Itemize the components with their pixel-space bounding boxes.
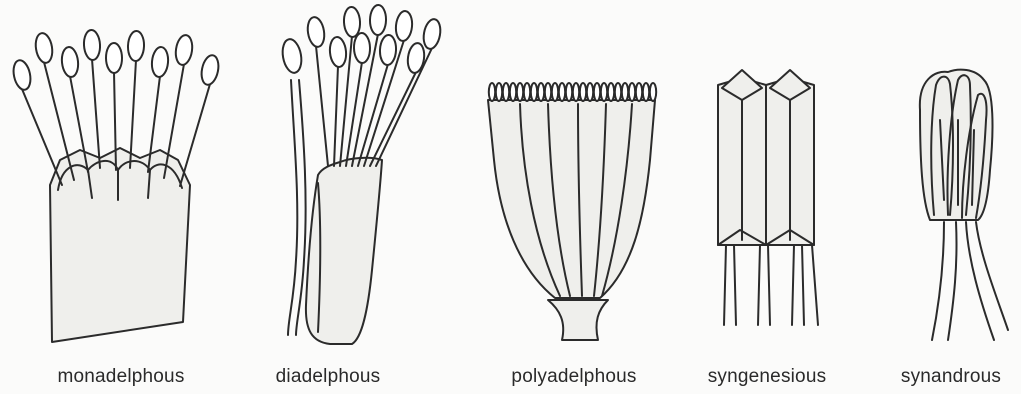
anther xyxy=(354,33,371,63)
anther xyxy=(395,10,414,41)
anther xyxy=(573,83,579,101)
diadelphous-drawing xyxy=(280,5,442,344)
anther xyxy=(60,46,79,78)
anther xyxy=(587,83,593,101)
anther xyxy=(524,83,530,101)
anther xyxy=(174,34,194,66)
monadelphous-drawing xyxy=(11,30,221,342)
anther xyxy=(517,83,523,101)
anther xyxy=(601,83,607,101)
label-synandrous: synandrous xyxy=(901,366,1001,388)
free-anther xyxy=(280,38,304,75)
anther xyxy=(11,59,33,92)
anther xyxy=(199,54,221,87)
anther xyxy=(34,32,55,64)
anther xyxy=(503,83,509,101)
label-diadelphous: diadelphous xyxy=(276,366,381,388)
anther xyxy=(151,46,170,77)
label-polyadelphous: polyadelphous xyxy=(511,366,636,388)
anther xyxy=(343,7,361,38)
anther xyxy=(329,36,348,67)
label-syngenesious: syngenesious xyxy=(708,366,827,388)
anther xyxy=(559,83,565,101)
anther xyxy=(636,83,642,101)
anther xyxy=(106,43,122,73)
anther xyxy=(370,5,387,35)
anther xyxy=(538,83,544,101)
anther xyxy=(594,83,600,101)
anther xyxy=(643,83,649,101)
anther xyxy=(379,35,397,66)
anther xyxy=(622,83,628,101)
synandrous-drawing xyxy=(920,70,1008,340)
anther xyxy=(83,30,101,61)
anther xyxy=(510,83,516,101)
anther xyxy=(531,83,537,101)
anther xyxy=(545,83,551,101)
polyadelphous-drawing xyxy=(488,83,656,340)
anther xyxy=(489,83,495,101)
anther xyxy=(306,16,326,48)
anther xyxy=(552,83,558,101)
anther xyxy=(496,83,502,101)
anther xyxy=(608,83,614,101)
anther xyxy=(650,83,656,101)
anther xyxy=(615,83,621,101)
anther xyxy=(421,18,442,50)
label-monadelphous: monadelphous xyxy=(57,366,184,388)
anther xyxy=(629,83,635,101)
syngenesious-drawing xyxy=(718,70,818,325)
anther xyxy=(566,83,572,101)
anther xyxy=(580,83,586,101)
anther xyxy=(127,31,144,62)
